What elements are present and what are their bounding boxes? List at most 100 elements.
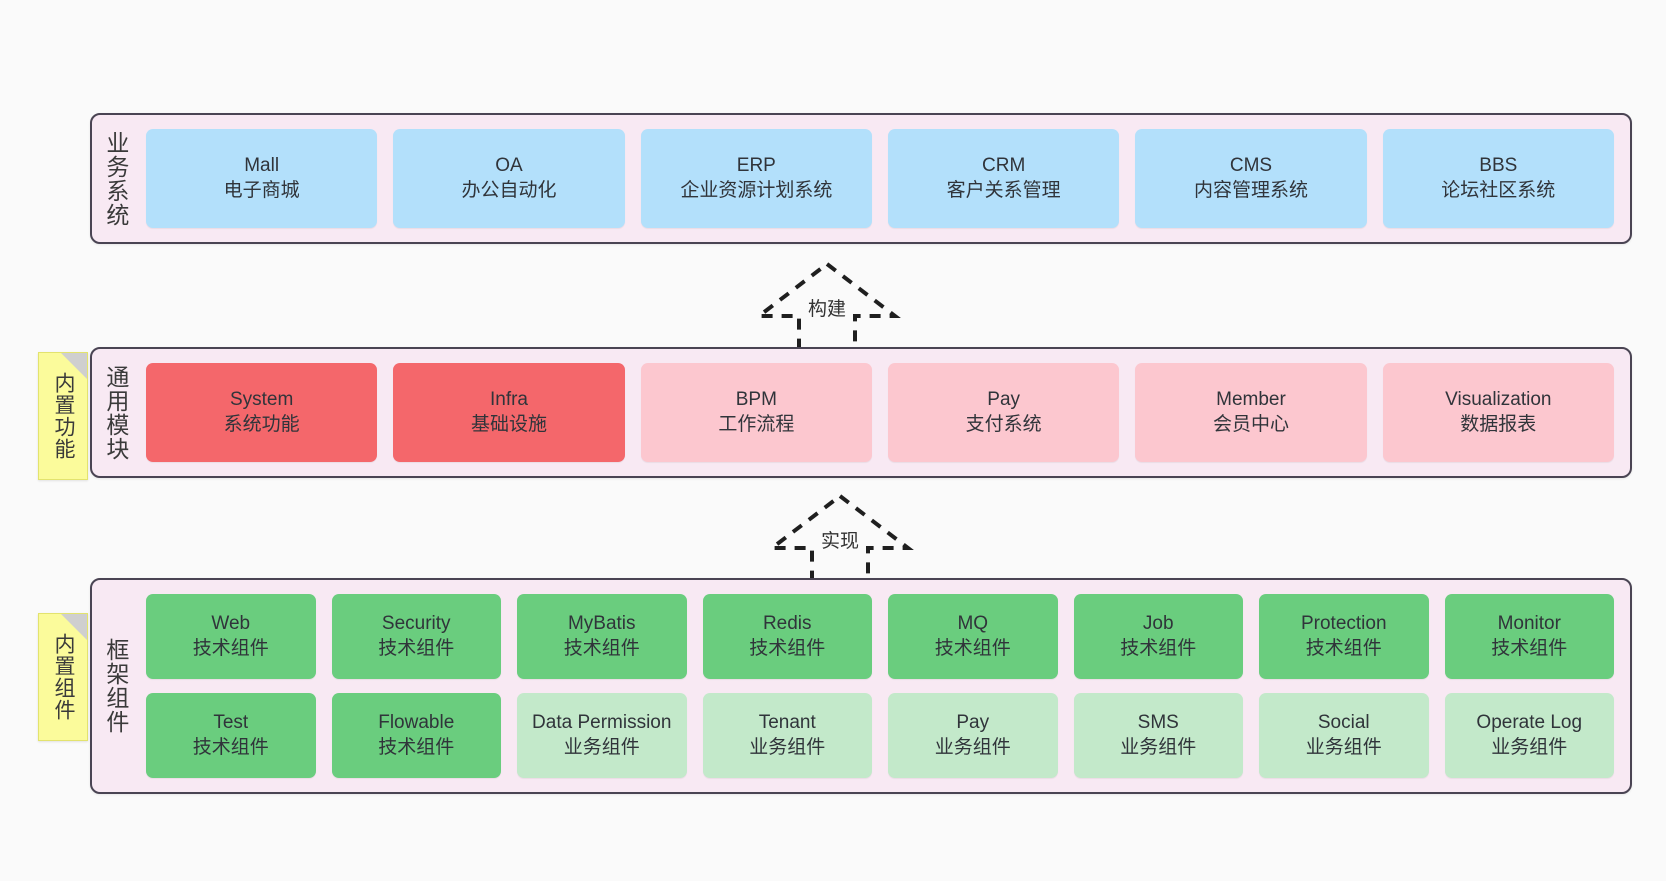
card-subtitle: 系统功能: [223, 413, 300, 435]
card-member[interactable]: Member 会员中心: [1135, 363, 1367, 462]
card-pay[interactable]: Pay 支付系统: [887, 363, 1120, 462]
card-security[interactable]: Security 技术组件: [331, 594, 501, 679]
arrow-build: 构建: [747, 258, 907, 354]
card-title: OA: [495, 155, 523, 177]
note-builtin-components: 内置组件: [38, 613, 88, 741]
layer-framework-component: 框架组件 Web 技术组件 Security 技术组件 MyBatis 技术组件…: [90, 578, 1632, 794]
card-subtitle: 基础设施: [470, 413, 547, 435]
card-row: Test 技术组件 Flowable 技术组件 Data Permission …: [146, 693, 1614, 778]
card-bbs[interactable]: BBS 论坛社区系统: [1382, 129, 1614, 228]
card-web[interactable]: Web 技术组件: [146, 594, 316, 679]
card-title: System: [229, 389, 294, 411]
card-sms[interactable]: SMS 业务组件: [1073, 693, 1243, 778]
card-subtitle: 会员中心: [1212, 413, 1289, 435]
layer-body-common-module: System 系统功能 Infra 基础设施 BPM 工作流程 Pay 支付系统…: [138, 349, 1630, 476]
card-system[interactable]: System 系统功能: [146, 363, 378, 462]
card-title: Data Permission: [532, 712, 672, 734]
card-subtitle: 支付系统: [965, 413, 1042, 435]
card-subtitle: 业务组件: [934, 736, 1011, 758]
card-title: Test: [213, 712, 249, 734]
card-data-permission[interactable]: Data Permission 业务组件: [517, 693, 687, 778]
card-crm[interactable]: CRM 客户关系管理: [887, 129, 1120, 228]
card-pay-business[interactable]: Pay 业务组件: [888, 693, 1058, 778]
card-subtitle: 业务组件: [749, 736, 826, 758]
card-subtitle: 办公自动化: [461, 179, 557, 201]
card-infra[interactable]: Infra 基础设施: [393, 363, 625, 462]
card-subtitle: 电子商城: [223, 179, 300, 201]
card-oa[interactable]: OA 办公自动化: [393, 129, 625, 228]
card-subtitle: 技术组件: [192, 736, 269, 758]
card-title: CMS: [1229, 155, 1273, 177]
layer-label-common-module: 通用模块: [102, 364, 129, 461]
card-title: Web: [211, 613, 251, 635]
arrow-build-label: 构建: [807, 299, 847, 320]
card-job[interactable]: Job 技术组件: [1073, 594, 1243, 679]
arrow-implement: 实现: [760, 490, 920, 586]
card-subtitle: 技术组件: [378, 736, 455, 758]
card-subtitle: 业务组件: [1305, 736, 1382, 758]
card-subtitle: 技术组件: [1305, 637, 1382, 659]
card-subtitle: 内容管理系统: [1193, 179, 1308, 201]
card-mq[interactable]: MQ 技术组件: [888, 594, 1058, 679]
card-subtitle: 论坛社区系统: [1441, 179, 1556, 201]
card-title: Security: [381, 613, 451, 635]
note-fold-icon: [61, 614, 87, 640]
card-title: Mall: [244, 155, 280, 177]
card-row: Web 技术组件 Security 技术组件 MyBatis 技术组件 Redi…: [146, 594, 1614, 679]
card-subtitle: 技术组件: [192, 637, 269, 659]
layer-common-module: 通用模块 System 系统功能 Infra 基础设施 BPM 工作流程 Pay…: [90, 347, 1632, 478]
card-visualization[interactable]: Visualization 数据报表: [1382, 363, 1614, 462]
card-mall[interactable]: Mall 电子商城: [146, 129, 378, 228]
card-title: BPM: [735, 389, 777, 411]
card-protection[interactable]: Protection 技术组件: [1259, 594, 1429, 679]
card-title: SMS: [1137, 712, 1179, 734]
card-cms[interactable]: CMS 内容管理系统: [1135, 129, 1367, 228]
note-label: 内置组件: [51, 633, 75, 721]
card-monitor[interactable]: Monitor 技术组件: [1444, 594, 1614, 679]
arrow-implement-label: 实现: [820, 531, 860, 552]
card-title: MyBatis: [567, 613, 636, 635]
card-row: System 系统功能 Infra 基础设施 BPM 工作流程 Pay 支付系统…: [146, 363, 1614, 462]
card-social[interactable]: Social 业务组件: [1259, 693, 1429, 778]
card-bpm[interactable]: BPM 工作流程: [640, 363, 872, 462]
card-test[interactable]: Test 技术组件: [146, 693, 316, 778]
layer-business-system: 业务系统 Mall 电子商城 OA 办公自动化 ERP 企业资源计划系统 CRM…: [90, 113, 1632, 244]
card-title: ERP: [736, 155, 776, 177]
card-subtitle: 技术组件: [934, 637, 1011, 659]
layer-body-business-system: Mall 电子商城 OA 办公自动化 ERP 企业资源计划系统 CRM 客户关系…: [138, 115, 1630, 242]
card-subtitle: 技术组件: [563, 637, 640, 659]
card-mybatis[interactable]: MyBatis 技术组件: [517, 594, 687, 679]
card-subtitle: 业务组件: [1120, 736, 1197, 758]
card-redis[interactable]: Redis 技术组件: [702, 594, 872, 679]
card-title: CRM: [982, 155, 1026, 177]
card-operate-log[interactable]: Operate Log 业务组件: [1444, 693, 1614, 778]
note-fold-icon: [61, 353, 87, 379]
card-subtitle: 技术组件: [749, 637, 826, 659]
card-subtitle: 技术组件: [1120, 637, 1197, 659]
layer-label-business-system: 业务系统: [102, 130, 129, 227]
card-title: BBS: [1479, 155, 1518, 177]
card-title: Protection: [1300, 613, 1387, 635]
card-title: Member: [1216, 389, 1286, 411]
note-builtin-features: 内置功能: [38, 352, 88, 480]
card-subtitle: 业务组件: [1491, 736, 1568, 758]
card-subtitle: 数据报表: [1460, 413, 1537, 435]
card-title: Infra: [489, 389, 528, 411]
card-erp[interactable]: ERP 企业资源计划系统: [640, 129, 872, 228]
card-title: MQ: [957, 613, 989, 635]
card-row: Mall 电子商城 OA 办公自动化 ERP 企业资源计划系统 CRM 客户关系…: [146, 129, 1614, 228]
card-subtitle: 技术组件: [1491, 637, 1568, 659]
card-title: Operate Log: [1476, 712, 1583, 734]
card-title: Redis: [762, 613, 812, 635]
card-subtitle: 企业资源计划系统: [680, 179, 833, 201]
card-title: Pay: [956, 712, 990, 734]
card-flowable[interactable]: Flowable 技术组件: [331, 693, 501, 778]
card-title: Job: [1142, 613, 1174, 635]
card-subtitle: 客户关系管理: [946, 179, 1061, 201]
card-title: Pay: [987, 389, 1021, 411]
card-title: Flowable: [378, 712, 455, 734]
card-subtitle: 技术组件: [378, 637, 455, 659]
card-subtitle: 工作流程: [718, 413, 795, 435]
card-tenant[interactable]: Tenant 业务组件: [702, 693, 872, 778]
